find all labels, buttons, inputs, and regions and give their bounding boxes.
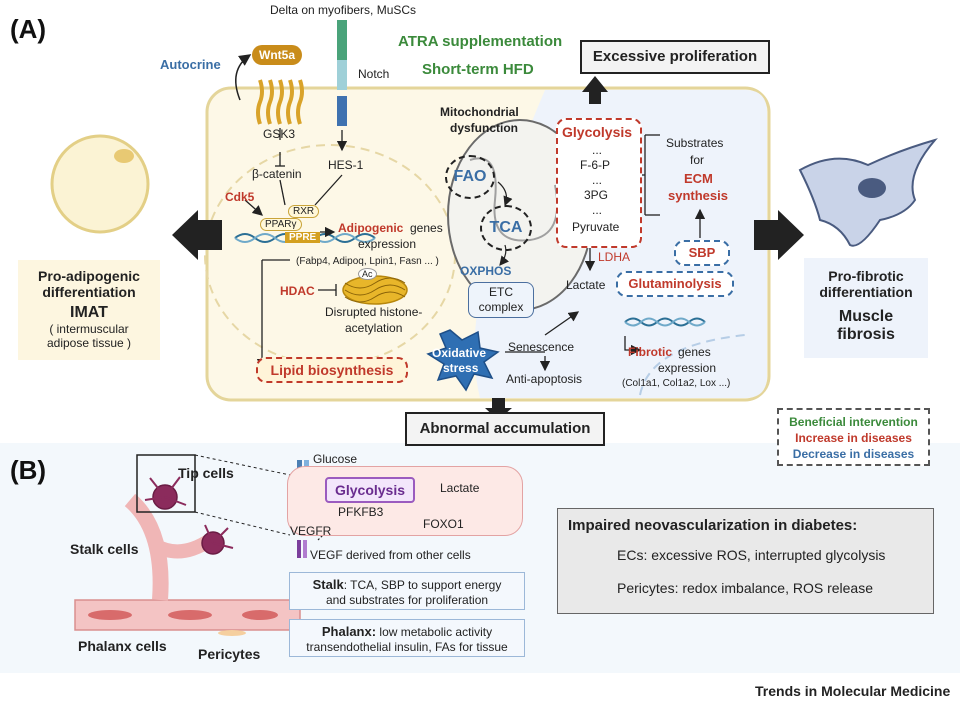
ppre-badge: PPRE	[285, 232, 321, 243]
phalanx-cells-label: Phalanx cells	[78, 638, 167, 654]
journal-footer: Trends in Molecular Medicine	[755, 683, 951, 699]
dots-1: ...	[592, 143, 603, 157]
f6p-label: F-6-P	[580, 158, 610, 172]
excessive-proliferation-box: Excessive proliferation	[580, 40, 770, 74]
stalk-info-box: Stalk: TCA, SBP to support energy and su…	[289, 572, 525, 610]
panel-a-label: (A)	[10, 14, 47, 44]
substrates-label-2: for	[690, 153, 705, 167]
stalk-info-text-2: and substrates for proliferation	[325, 593, 489, 607]
dots-2: ...	[592, 173, 603, 187]
impaired-box	[557, 508, 934, 614]
fibrotic-genes-list: (Col1a1, Col1a2, Lox ...)	[622, 378, 731, 389]
pericytes-label: Pericytes	[198, 646, 261, 662]
glucose-label: Glucose	[313, 452, 358, 466]
wnt5a-badge: Wnt5a	[252, 45, 302, 65]
phalanx-info-title: Phalanx:	[321, 624, 377, 639]
right-label-4: fibrosis	[837, 326, 895, 343]
ecs-text: ECs: excessive ROS, interrupted glycolys…	[617, 547, 886, 563]
mito-label-1: Mitochondrial	[440, 105, 519, 119]
sbp-box: SBP	[674, 240, 730, 266]
hes1-label: HES-1	[328, 158, 364, 172]
phalanx-info-text-2: transendothelial insulin, FAs for tissue	[306, 640, 508, 654]
atra-label: ATRA supplementation	[398, 33, 563, 50]
ldha-label: LDHA	[598, 250, 631, 264]
ecm-label-1: ECM	[684, 171, 713, 186]
stalk-info-title: Stalk	[312, 577, 344, 592]
hdac-label: HDAC	[280, 284, 315, 298]
ppar-badge: PPARγ	[260, 218, 302, 231]
adipogenic-genes-list: (Fabp4, Adipoq, Lpin1, Fasn ... )	[296, 256, 439, 267]
glutaminolysis-box: Glutaminolysis	[616, 271, 734, 297]
stalk-cells-label: Stalk cells	[70, 541, 139, 557]
right-outcome-box: Pro-fibrotic differentiation Muscle fibr…	[804, 258, 928, 358]
anti-apoptosis-label: Anti-apoptosis	[506, 372, 583, 386]
legend-box: Beneficial intervention Increase in dise…	[777, 408, 930, 466]
substrates-label-1: Substrates	[666, 136, 724, 150]
vegf-label: VEGF derived from other cells	[310, 548, 471, 562]
phalanx-info-text-1: low metabolic activity	[376, 625, 493, 639]
legend-increase: Increase in diseases	[795, 431, 912, 445]
left-outcome-box: Pro-adipogenic differentiation IMAT ( in…	[18, 260, 160, 360]
lipid-biosynthesis-box: Lipid biosynthesis	[256, 357, 408, 383]
lactate-label-a: Lactate	[566, 278, 606, 292]
pericytes-text: Pericytes: redox imbalance, ROS release	[617, 580, 873, 596]
right-label-3: Muscle	[838, 308, 894, 325]
glycolysis-b-box: Glycolysis	[325, 477, 415, 503]
ecm-label-2: synthesis	[668, 188, 728, 203]
vegfr-label: VEGFR	[290, 524, 332, 538]
legend-beneficial: Beneficial intervention	[789, 415, 918, 429]
dots-3: ...	[592, 203, 603, 217]
disrupted-label: Disrupted histone-	[325, 305, 423, 319]
glycolysis-title: Glycolysis	[562, 124, 633, 140]
short-hfd-label: Short-term HFD	[422, 61, 534, 78]
fao-circle: FAO	[445, 155, 495, 199]
imat-sub-2: adipose tissue )	[46, 336, 132, 350]
right-label-2: differentiation	[819, 284, 913, 300]
ac-badge: Ac	[358, 268, 377, 280]
imat-label: IMAT	[70, 304, 108, 321]
foxo1-label: FOXO1	[423, 517, 464, 531]
right-label-1: Pro-fibrotic	[828, 268, 904, 284]
notch-label: Notch	[358, 67, 390, 81]
impaired-title: Impaired neovascularization in diabetes:	[568, 517, 858, 534]
phalanx-info-box: Phalanx: low metabolic activity transend…	[289, 619, 525, 657]
panel-b-label: (B)	[10, 455, 47, 485]
tca-circle: TCA	[480, 205, 532, 251]
gsk3-label: GSK3	[263, 127, 296, 141]
adipogenic-label: Adipogenic	[338, 221, 404, 235]
etc-complex-box: ETC complex	[468, 282, 534, 318]
oxidative-stress-label-1: Oxidative	[432, 346, 487, 360]
pyruvate-label: Pyruvate	[572, 220, 620, 234]
senescence-label: Senescence	[508, 340, 575, 354]
mito-label-2: dysfunction	[450, 121, 518, 135]
oxidative-stress-label-2: stress	[443, 361, 479, 375]
adipogenic-expression-label: expression	[358, 237, 417, 251]
cdk5-label: Cdk5	[225, 190, 255, 204]
imat-sub-1: ( intermuscular	[49, 322, 129, 336]
3pg-label: 3PG	[584, 188, 609, 202]
tip-cells-label: Tip cells	[178, 465, 234, 481]
lactate-label-b: Lactate	[440, 481, 480, 495]
fibrotic-expression-label: expression	[658, 361, 717, 375]
rxr-badge: RXR	[288, 205, 320, 218]
pfkfb3-label: PFKFB3	[338, 505, 384, 519]
left-label-1: Pro-adipogenic	[38, 268, 140, 284]
left-label-2: differentiation	[42, 284, 136, 300]
stalk-info-text-1: : TCA, SBP to support energy	[343, 578, 502, 592]
abnormal-accumulation-box: Abnormal accumulation	[405, 412, 605, 446]
etc-label-2: complex	[478, 300, 524, 314]
legend-decrease: Decrease in diseases	[792, 447, 915, 461]
glycolysis-box	[556, 118, 642, 248]
autocrine-label: Autocrine	[160, 57, 221, 72]
etc-label-1: ETC	[489, 285, 513, 299]
beta-catenin-label: β-catenin	[252, 167, 302, 181]
acetylation-label: acetylation	[345, 321, 403, 335]
adipogenic-genes-label: genes	[410, 221, 443, 235]
top-source-label: Delta on myofibers, MuSCs	[270, 3, 417, 17]
oxphos-label: OXPHOS	[460, 264, 512, 278]
fibrotic-label: Fibrotic	[628, 345, 672, 359]
fibrotic-genes-label: genes	[678, 345, 711, 359]
